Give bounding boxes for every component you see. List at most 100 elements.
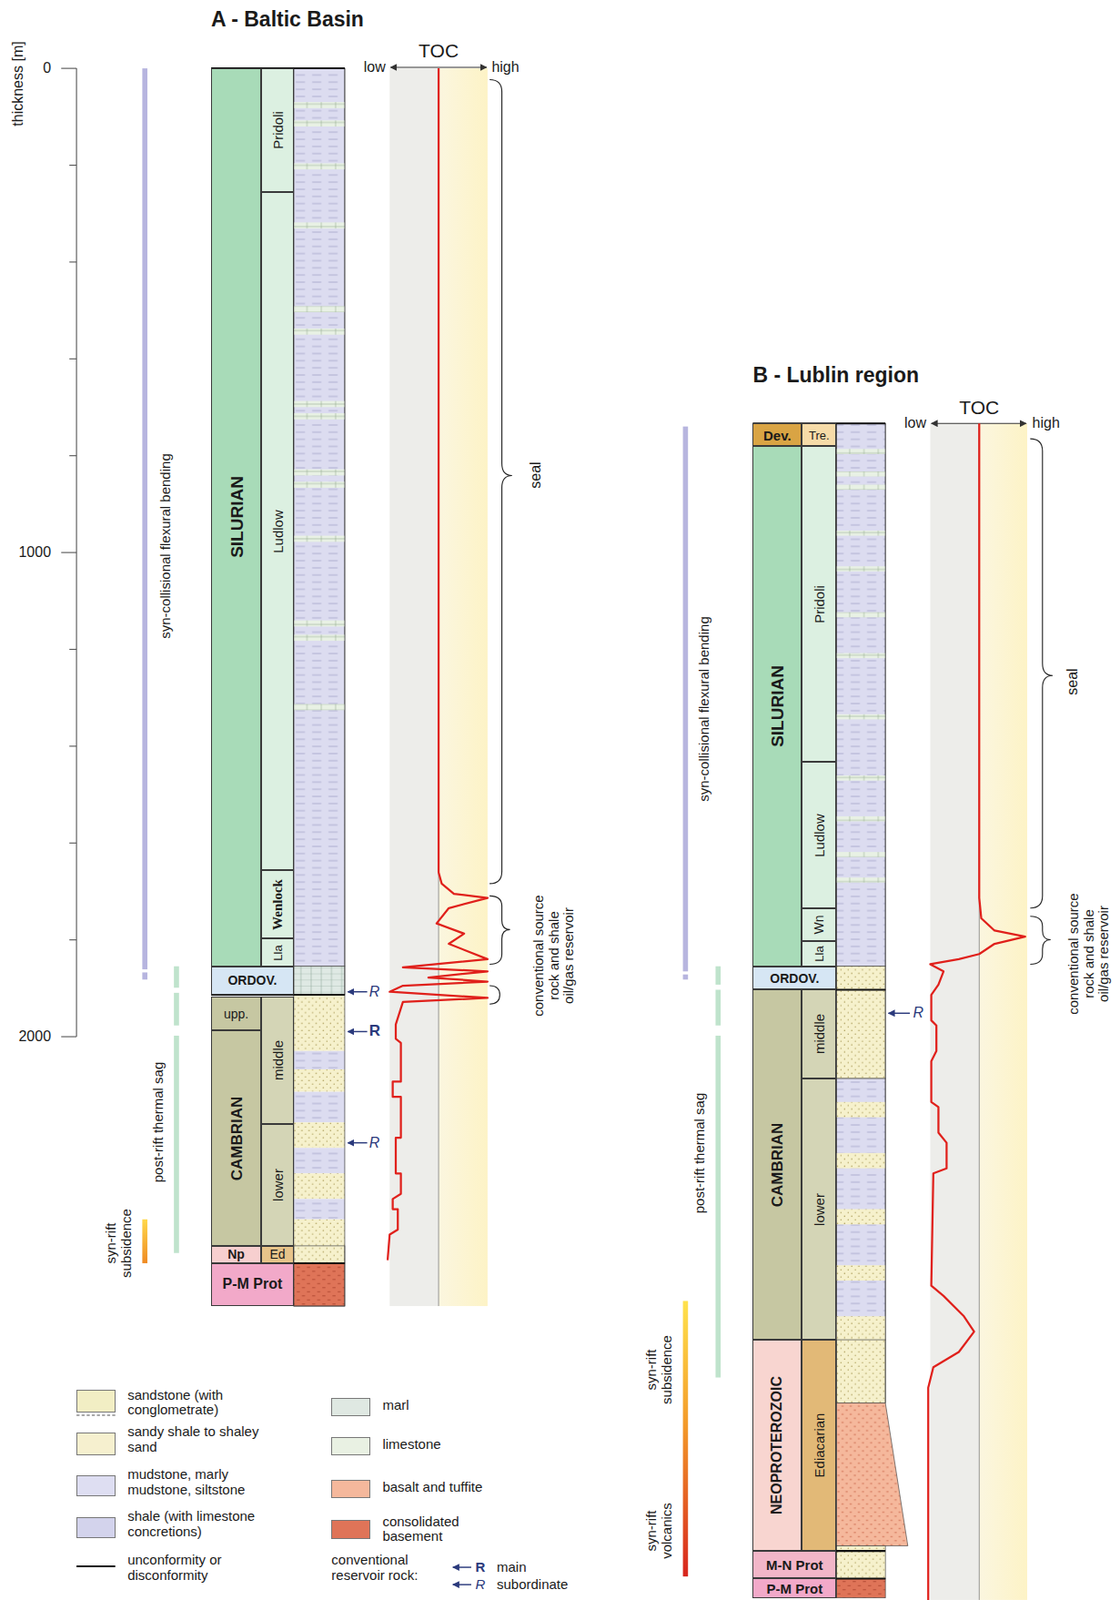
scale-end: low	[904, 414, 927, 432]
strat-unit-band: Ludlow	[261, 191, 294, 871]
litho-layer	[836, 1209, 886, 1225]
basalt-wedge	[836, 1402, 908, 1546]
unit-name: middle	[270, 1039, 284, 1080]
axis-tick	[69, 358, 77, 360]
strat-unit-band: CAMBRIAN	[752, 988, 802, 1340]
source-brace	[1029, 916, 1050, 965]
toc-curve	[928, 423, 1026, 1600]
limestone-bed	[293, 401, 345, 408]
strat-unit-band: lower	[801, 1078, 837, 1340]
strat-unit-box: M-N Prot	[752, 1550, 837, 1578]
unit-name: NEOPROTEROZOIC	[769, 1375, 785, 1514]
limestone-bed	[293, 413, 345, 420]
tectonic-bar	[683, 426, 689, 972]
unit-name: upp.	[223, 1007, 249, 1020]
legend-swatch	[76, 1432, 116, 1455]
conglomerate-sample	[76, 1413, 116, 1415]
limestone-bed	[293, 634, 345, 641]
litho-layer	[293, 966, 345, 995]
strat-unit-band: CAMBRIAN	[211, 1029, 262, 1246]
limestone-bed	[836, 851, 886, 858]
tectonic-bar	[715, 966, 721, 985]
toc-track-low	[389, 68, 439, 1306]
legend-text: consolidated basement	[382, 1513, 483, 1544]
legend-text: marl	[382, 1397, 519, 1413]
litho-layer	[836, 423, 886, 966]
unit-name: Lla	[271, 944, 283, 960]
unit-name: lower	[270, 1168, 284, 1201]
limestone-bed	[836, 484, 886, 491]
legend-text: unconformity or disconformity	[127, 1552, 292, 1583]
axis-tick	[69, 261, 77, 263]
unit-name: ORDOV.	[227, 973, 277, 987]
basement	[836, 1577, 886, 1597]
tectonic-phase: post-rift thermal sag	[692, 1092, 708, 1214]
litho-layer	[836, 1152, 886, 1169]
tectonic-bar	[141, 1219, 148, 1263]
limestone-bed	[836, 714, 886, 720]
strat-unit-band: Lla	[801, 940, 837, 967]
litho-layer	[293, 1147, 345, 1173]
axis-tick	[69, 938, 77, 940]
scale-end: high	[491, 59, 519, 76]
strat-unit-band: Pridoli	[801, 445, 837, 763]
reservoir-mark: R	[369, 1134, 381, 1151]
reservoir-mark: R	[369, 1022, 381, 1040]
tectonic-bar	[715, 988, 721, 1025]
limestone-bed	[836, 653, 886, 659]
limestone-bed	[836, 877, 886, 883]
panel-title: A - Baltic Basin	[211, 8, 364, 31]
unit-name: CAMBRIAN	[769, 1121, 786, 1207]
reservoir-arrow	[888, 1012, 911, 1014]
tectonic-bar	[141, 971, 148, 979]
limestone-bed	[293, 162, 345, 170]
legend-text: basalt and tuffite	[382, 1479, 519, 1495]
unit-name: Ediacarian	[812, 1412, 827, 1478]
unit-name: Ed	[269, 1247, 285, 1261]
track-title: TOC	[958, 397, 999, 419]
litho-column	[836, 423, 886, 1597]
legend-swatch	[331, 1436, 371, 1455]
legend-swatch	[76, 1389, 116, 1413]
legend-swatch	[331, 1519, 371, 1538]
tectonic-bar	[173, 966, 180, 989]
unit-name: Pridoli	[270, 110, 284, 150]
limestone-bed	[836, 448, 886, 455]
strat-unit-box: P-M Prot	[211, 1262, 294, 1306]
scale-end: high	[1032, 414, 1060, 432]
toc-track-high	[978, 423, 1028, 1600]
strat-unit-band: Ediacarian	[801, 1339, 837, 1551]
litho-layer	[836, 1078, 886, 1340]
reservoir-arrow	[347, 1141, 367, 1143]
litho-layer	[293, 1121, 345, 1148]
tectonic-phase: post-rift thermal sag	[151, 1061, 167, 1183]
limestone-bed	[836, 816, 886, 822]
unit-name: Wn	[812, 914, 826, 934]
tectonic-bar	[683, 974, 689, 980]
limestone-bed	[293, 101, 345, 109]
limestone-bed	[293, 469, 345, 476]
axis-tick	[60, 1036, 77, 1038]
legend-text: subordinate	[496, 1576, 568, 1593]
source-brace	[489, 895, 510, 964]
reservoir-arrow	[453, 1583, 472, 1585]
axis-tick	[69, 745, 77, 747]
litho-layer	[836, 1339, 886, 1403]
legend-text: limestone	[382, 1436, 519, 1453]
strat-unit-band: SILURIAN	[211, 68, 262, 967]
interval-note: seal	[1065, 667, 1082, 695]
strat-unit-box: Np	[211, 1245, 262, 1263]
track-title: TOC	[418, 40, 459, 62]
strat-unit-band: lower	[261, 1123, 294, 1245]
unit-name: SILURIAN	[227, 476, 245, 559]
unit-name: Lla	[813, 945, 826, 961]
interval-note: conventional source rock and shale oil/g…	[531, 891, 577, 1020]
litho-layer	[836, 988, 886, 1079]
strat-unit-box: P-M Prot	[752, 1577, 837, 1597]
axis-tick	[60, 552, 77, 554]
tectonic-phase: syn-collisional flexural bending	[157, 453, 173, 638]
strat-unit-box: Dev.	[752, 423, 802, 446]
limestone-bed	[293, 481, 345, 488]
litho-layer	[293, 1198, 345, 1219]
